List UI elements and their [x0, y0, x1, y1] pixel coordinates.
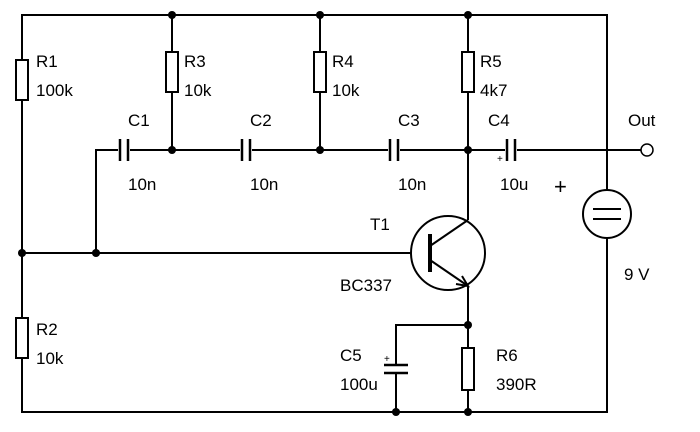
resistor-r6 [461, 347, 475, 391]
r4-name: R4 [332, 52, 354, 71]
battery [582, 189, 632, 239]
c2-name: C2 [250, 111, 272, 130]
t1-value: BC337 [340, 276, 392, 295]
c3-value: 10n [398, 175, 426, 194]
r3-value: 10k [184, 81, 212, 100]
c5-polarity: + [384, 354, 390, 365]
resistor-r3 [165, 51, 179, 93]
r2-value: 10k [36, 349, 64, 368]
r5-value: 4k7 [480, 81, 507, 100]
capacitor-c5 [384, 363, 408, 375]
c4-polarity: + [497, 154, 503, 165]
battery-value: 9 V [624, 265, 650, 284]
r2-name: R2 [36, 320, 58, 339]
output-terminal [640, 143, 654, 157]
capacitor-c1 [118, 139, 130, 161]
battery-polarity: + [554, 174, 567, 199]
c1-value: 10n [128, 175, 156, 194]
c2-value: 10n [250, 175, 278, 194]
c3-name: C3 [398, 111, 420, 130]
t1-name: T1 [370, 215, 390, 234]
transistor-t1 [410, 215, 486, 291]
output-label: Out [628, 111, 656, 130]
c5-value: 100u [340, 375, 378, 394]
junction-dots [18, 11, 472, 416]
c4-name: C4 [488, 111, 510, 130]
r1-value: 100k [36, 81, 73, 100]
r3-name: R3 [184, 52, 206, 71]
r5-name: R5 [480, 52, 502, 71]
r6-value: 390R [496, 375, 537, 394]
wires [21, 14, 641, 413]
c5-name: C5 [340, 346, 362, 365]
resistor-r2 [15, 317, 29, 359]
capacitor-c2 [240, 139, 252, 161]
capacitor-c3 [388, 139, 400, 161]
resistor-r5 [461, 51, 475, 93]
resistor-r1 [15, 59, 29, 101]
capacitor-c4 [505, 139, 517, 161]
r6-name: R6 [496, 346, 518, 365]
c1-name: C1 [128, 111, 150, 130]
resistor-r4 [313, 51, 327, 93]
r1-name: R1 [36, 52, 58, 71]
r4-value: 10k [332, 81, 360, 100]
c4-value: 10u [500, 175, 528, 194]
